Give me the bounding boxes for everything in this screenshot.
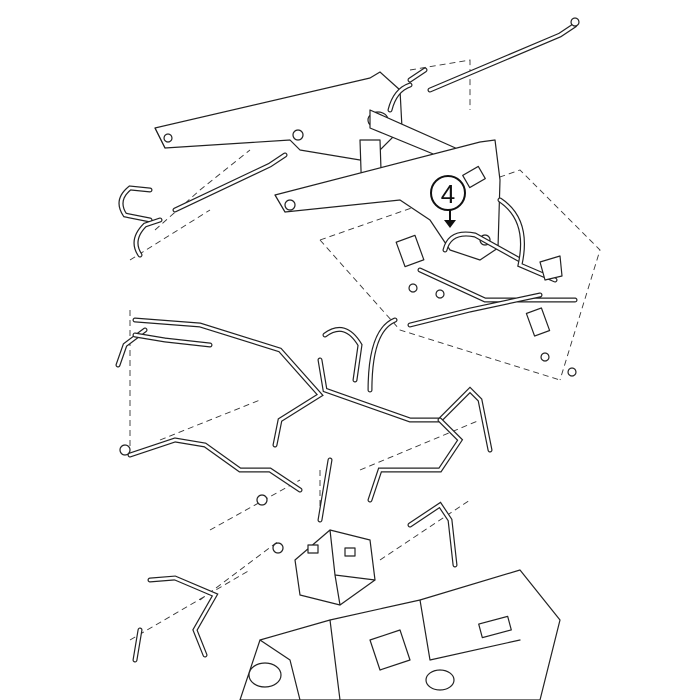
control-valve [256, 494, 376, 606]
callout-4: 4 [430, 175, 466, 228]
callout-4-hose [407, 197, 578, 328]
lift-cylinder-rear [427, 17, 580, 93]
front-lift-arm [274, 139, 501, 261]
u-hoses [118, 67, 428, 258]
left-hard-lines [115, 317, 324, 493]
mid-hoses [322, 317, 398, 393]
chassis-frame [239, 569, 561, 700]
callout-label: 4 [441, 179, 455, 209]
lower-left-lines [132, 575, 219, 663]
right-hard-lines [317, 357, 493, 568]
rear-lift-arm [154, 71, 403, 161]
tilt-cylinder-fittings [395, 234, 577, 377]
lift-cylinder-left [172, 152, 288, 213]
